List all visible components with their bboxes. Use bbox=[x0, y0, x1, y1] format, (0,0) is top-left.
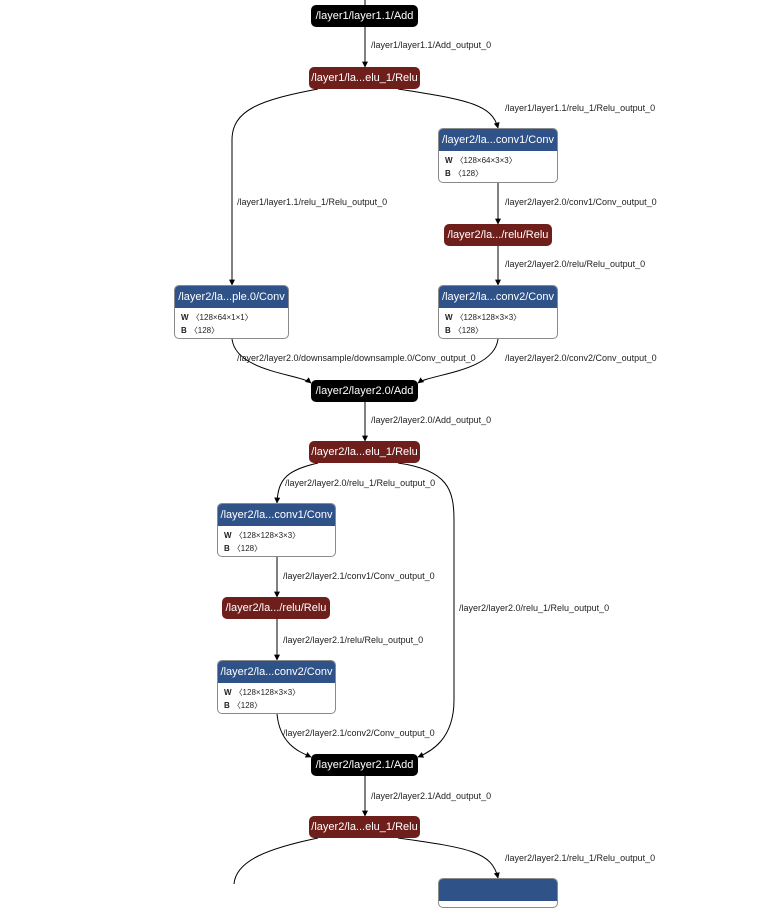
edge-label: /layer2/layer2.1/Add_output_0 bbox=[371, 791, 492, 801]
conv-node-title: /layer2/la...conv1/Conv bbox=[439, 129, 557, 151]
weight-attribute-shape: 〈128×64×3×3〉 bbox=[455, 156, 517, 165]
conv-node-attributes: W〈128×128×3×3〉B〈128〉 bbox=[218, 526, 335, 555]
bias-attribute-shape: 〈128〉 bbox=[232, 544, 263, 553]
edge-label: /layer2/layer2.1/conv1/Conv_output_0 bbox=[283, 571, 435, 581]
edge-label: /layer1/layer1.1/Add_output_0 bbox=[371, 40, 492, 50]
conv-node[interactable] bbox=[438, 878, 558, 908]
model-graph: /layer1/layer1.1/Add/layer1/la...elu_1/R… bbox=[174, 0, 657, 908]
add-node[interactable]: /layer1/layer1.1/Add bbox=[311, 5, 418, 27]
edge-line bbox=[274, 462, 319, 504]
edge-line bbox=[397, 837, 500, 879]
edge-label: /layer2/layer2.0/relu_1/Relu_output_0 bbox=[459, 603, 610, 613]
conv-node-title bbox=[439, 879, 557, 901]
weight-attribute-shape: 〈128×128×3×3〉 bbox=[234, 531, 301, 540]
weight-attribute: W〈128×128×3×3〉 bbox=[439, 311, 557, 324]
conv-node-title: /layer2/la...conv2/Conv bbox=[218, 661, 335, 683]
bias-attribute-name: B bbox=[181, 326, 187, 335]
weight-attribute: W〈128×64×3×3〉 bbox=[439, 154, 557, 167]
bias-attribute-shape: 〈128〉 bbox=[453, 326, 484, 335]
add-node[interactable]: /layer2/layer2.0/Add bbox=[311, 380, 418, 402]
relu-node[interactable]: /layer2/la.../relu/Relu bbox=[444, 224, 552, 246]
edge-label: /layer1/layer1.1/relu_1/Relu_output_0 bbox=[237, 197, 388, 207]
bias-attribute-shape: 〈128〉 bbox=[453, 169, 484, 178]
weight-attribute-name: W bbox=[445, 313, 453, 322]
weight-attribute-shape: 〈128×128×3×3〉 bbox=[234, 688, 301, 697]
bias-attribute-shape: 〈128〉 bbox=[189, 326, 220, 335]
edge-label: /layer2/layer2.0/relu/Relu_output_0 bbox=[505, 259, 646, 269]
edge-label: /layer2/layer2.0/conv2/Conv_output_0 bbox=[505, 353, 657, 363]
bias-attribute: B〈128〉 bbox=[439, 167, 557, 180]
bias-attribute-name: B bbox=[224, 544, 230, 553]
weight-attribute: W〈128×128×3×3〉 bbox=[218, 529, 335, 542]
edge-label: /layer2/layer2.0/downsample/downsample.0… bbox=[237, 353, 476, 363]
edge-line bbox=[417, 338, 499, 384]
weight-attribute: W〈128×128×3×3〉 bbox=[218, 686, 335, 699]
weight-attribute-name: W bbox=[445, 156, 453, 165]
edge-label: /layer1/layer1.1/relu_1/Relu_output_0 bbox=[505, 103, 656, 113]
weight-attribute-name: W bbox=[224, 688, 232, 697]
edge-line bbox=[397, 88, 500, 129]
bias-attribute-name: B bbox=[224, 701, 230, 710]
edge-line bbox=[276, 713, 312, 758]
edge-line bbox=[397, 462, 455, 758]
edge-label: /layer2/layer2.0/Add_output_0 bbox=[371, 415, 492, 425]
relu-node[interactable]: /layer1/la...elu_1/Relu bbox=[309, 67, 420, 89]
relu-node[interactable]: /layer2/la...elu_1/Relu bbox=[309, 441, 420, 463]
conv-node-attributes: W〈128×128×3×3〉B〈128〉 bbox=[218, 683, 335, 712]
bias-attribute-name: B bbox=[445, 326, 451, 335]
bias-attribute: B〈128〉 bbox=[218, 542, 335, 555]
edge-label: /layer2/layer2.1/relu_1/Relu_output_0 bbox=[505, 853, 656, 863]
edge-label: /layer2/layer2.0/conv1/Conv_output_0 bbox=[505, 197, 657, 207]
weight-attribute-name: W bbox=[224, 531, 232, 540]
conv-node-title: /layer2/la...conv2/Conv bbox=[439, 286, 557, 308]
bias-attribute-shape: 〈128〉 bbox=[232, 701, 263, 710]
relu-node[interactable]: /layer2/la.../relu/Relu bbox=[222, 597, 330, 619]
relu-node[interactable]: /layer2/la...elu_1/Relu bbox=[309, 816, 420, 838]
edge-label: /layer2/layer2.1/relu/Relu_output_0 bbox=[283, 635, 424, 645]
bias-attribute: B〈128〉 bbox=[218, 699, 335, 712]
bias-attribute: B〈128〉 bbox=[175, 324, 288, 337]
edge-layer bbox=[229, 0, 501, 884]
weight-attribute-name: W bbox=[181, 313, 189, 322]
weight-attribute-shape: 〈128×128×3×3〉 bbox=[455, 313, 522, 322]
conv-node-attributes: W〈128×64×3×3〉B〈128〉 bbox=[439, 151, 557, 180]
conv-node-title: /layer2/la...ple.0/Conv bbox=[175, 286, 288, 308]
bias-attribute: B〈128〉 bbox=[439, 324, 557, 337]
conv-node-attributes: W〈128×128×3×3〉B〈128〉 bbox=[439, 308, 557, 337]
edge-line bbox=[233, 837, 319, 884]
conv-node-title: /layer2/la...conv1/Conv bbox=[218, 504, 335, 526]
weight-attribute: W〈128×64×1×1〉 bbox=[175, 311, 288, 324]
edge-label: /layer2/layer2.0/relu_1/Relu_output_0 bbox=[285, 478, 436, 488]
conv-node-attributes: W〈128×64×1×1〉B〈128〉 bbox=[175, 308, 288, 337]
edge-line bbox=[231, 338, 312, 384]
edge-line bbox=[229, 88, 319, 286]
edge-label: /layer2/layer2.1/conv2/Conv_output_0 bbox=[283, 728, 435, 738]
bias-attribute-name: B bbox=[445, 169, 451, 178]
weight-attribute-shape: 〈128×64×1×1〉 bbox=[191, 313, 253, 322]
add-node[interactable]: /layer2/layer2.1/Add bbox=[311, 754, 418, 776]
